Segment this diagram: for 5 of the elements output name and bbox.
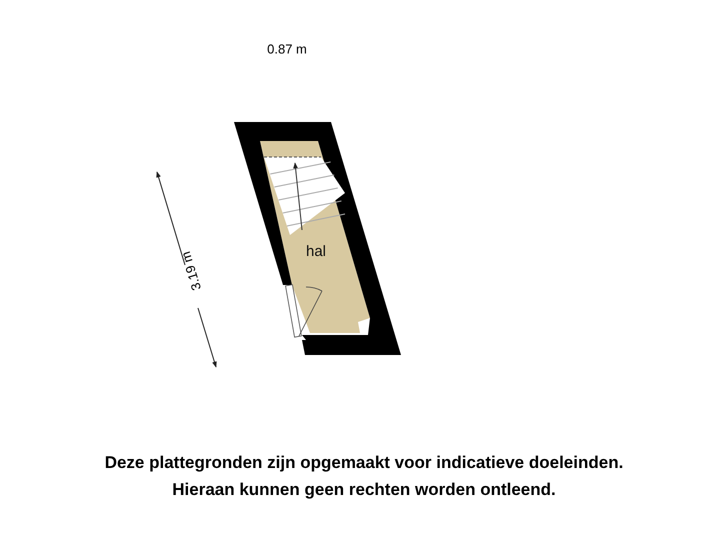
dimension-label: 0.87 m <box>267 42 307 56</box>
disclaimer-text: Hieraan kunnen geen rechten worden ontleend. <box>172 480 556 500</box>
dimension-label: 3.19 m <box>178 250 204 292</box>
room-label: hal <box>306 243 326 260</box>
disclaimer-text: Deze plattegronden zijn opgemaakt voor indicatieve doeleinden. <box>104 453 624 473</box>
